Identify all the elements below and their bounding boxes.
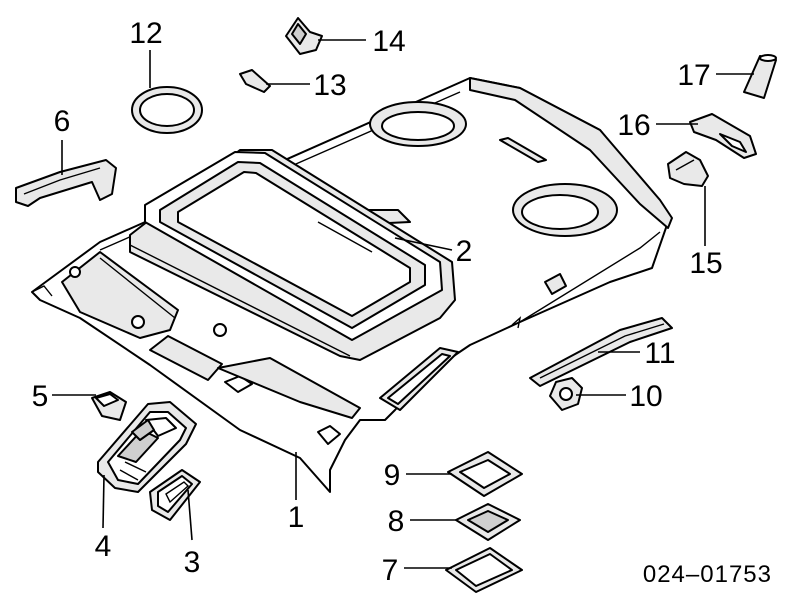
callout-14: 14	[372, 25, 405, 58]
trim-plate-8-part	[455, 503, 521, 541]
callout-1: 1	[288, 501, 305, 534]
leader-3	[187, 489, 193, 541]
trim-plate-7-part	[445, 547, 523, 593]
callout-11: 11	[644, 337, 675, 370]
interior-light-housing-part	[97, 401, 197, 493]
lamp-frame-part	[149, 469, 201, 521]
bracket-clip-14-part	[285, 17, 323, 55]
trim-plate-9-part	[447, 451, 523, 497]
grab-handle-part	[15, 159, 117, 207]
small-clip-13-part	[239, 69, 271, 93]
visor-clip-cover-part	[667, 151, 709, 187]
diagram-code: 024–01753	[643, 561, 772, 588]
callout-labels: 1 2 3 4 5 6 7 8 9 10 11 12 13 14 15 16 1…	[32, 17, 723, 587]
callout-2: 2	[456, 235, 473, 268]
callout-4: 4	[95, 530, 112, 563]
clip-part	[91, 391, 127, 421]
callout-5: 5	[32, 380, 49, 413]
callout-13: 13	[313, 69, 346, 102]
callout-7: 7	[382, 554, 399, 587]
callout-12: 12	[129, 17, 162, 50]
ring-seal-part	[131, 86, 203, 134]
cylinder-plug-part	[743, 54, 777, 99]
callout-8: 8	[388, 505, 405, 538]
callout-3: 3	[184, 546, 201, 579]
callout-6: 6	[54, 105, 71, 138]
callout-16: 16	[617, 109, 650, 142]
callout-10: 10	[629, 380, 662, 413]
leader-4	[102, 474, 105, 529]
leader-lines	[52, 39, 754, 569]
fastener-part	[549, 377, 583, 411]
callout-17: 17	[677, 59, 710, 92]
sunroof-frame-part	[129, 149, 456, 361]
leader-2	[394, 237, 453, 251]
hook-bracket-part	[689, 113, 757, 159]
callout-15: 15	[689, 247, 722, 280]
callout-9: 9	[384, 459, 401, 492]
